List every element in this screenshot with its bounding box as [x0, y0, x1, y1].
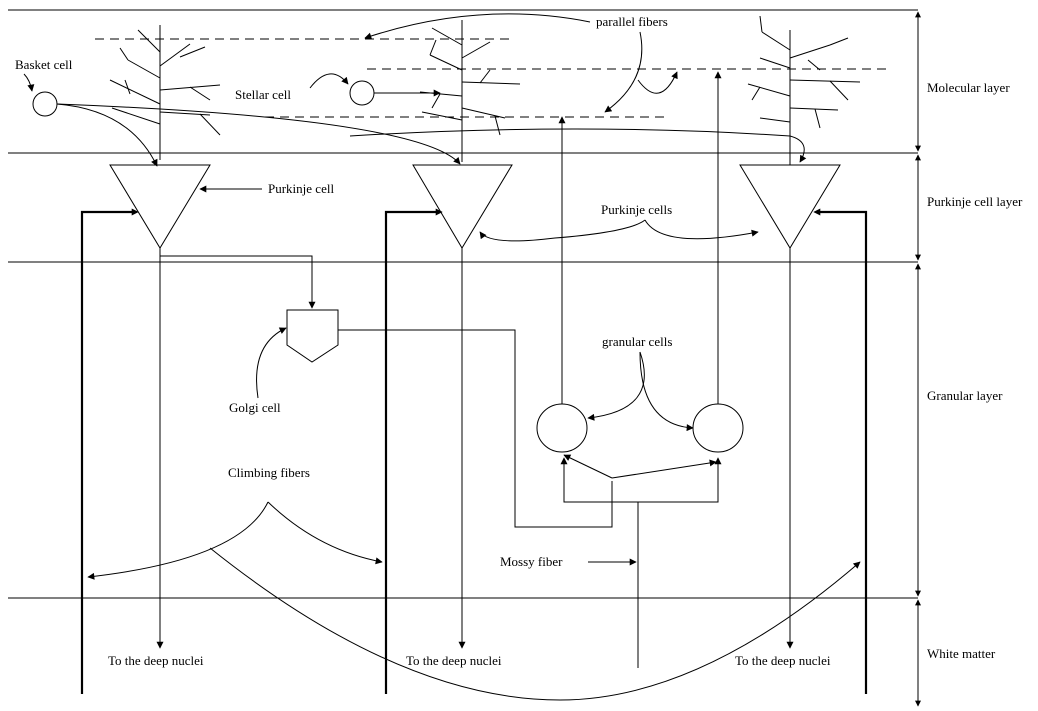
basket-to-purkinje-3-fiber	[350, 129, 804, 162]
golgi-cell-label: Golgi cell	[229, 400, 281, 415]
layer-boundaries	[8, 10, 918, 598]
stellar-cell-body	[350, 81, 374, 105]
dendritic-tree-3	[748, 16, 860, 165]
purkinje-cells-annotation	[480, 220, 758, 241]
climbing-fibers-annotation	[88, 502, 860, 700]
deep-nuclei-label-1: To the deep nuclei	[108, 653, 204, 668]
purkinje-cell-label: Purkinje cell	[268, 181, 334, 196]
mossy-fiber	[564, 455, 718, 668]
climbing-fiber-2	[386, 212, 440, 694]
dendritic-tree-1	[110, 25, 220, 160]
deep-nuclei-label-2: To the deep nuclei	[406, 653, 502, 668]
white-matter-label: White matter	[927, 646, 996, 661]
granular-cells-label: granular cells	[602, 334, 672, 349]
dendritic-tree-2	[420, 20, 520, 162]
basket-cell-body	[33, 92, 57, 116]
granular-cell-1	[537, 404, 587, 452]
climbing-fiber-1	[82, 212, 135, 694]
basket-cell-label: Basket cell	[15, 57, 73, 72]
climbing-fibers	[82, 212, 866, 694]
stellar-cell-label: Stellar cell	[235, 87, 291, 102]
purkinje-axons	[160, 248, 790, 648]
molecular-layer-label: Molecular layer	[927, 80, 1010, 95]
climbing-fibers-label: Climbing fibers	[228, 465, 310, 480]
purkinje-cells-label: Purkinje cells	[601, 202, 672, 217]
parallel-fibers	[95, 39, 888, 117]
purkinje-cell-2	[413, 165, 512, 248]
granular-cells-annotation	[588, 352, 693, 428]
purkinje-cell-3	[740, 165, 840, 248]
stellar-cell-connections	[310, 74, 440, 93]
parallel-fibers-label: parallel fibers	[596, 14, 668, 29]
mossy-fiber-label: Mossy fiber	[500, 554, 563, 569]
golgi-cell-body	[287, 310, 338, 362]
purkinje-layer-label: Purkinje cell layer	[927, 194, 1023, 209]
purkinje-cell-1	[110, 165, 210, 248]
deep-nuclei-label-3: To the deep nuclei	[735, 653, 831, 668]
granular-layer-label: Granular layer	[927, 388, 1003, 403]
purkinje-cells	[110, 165, 840, 248]
granular-cell-2	[693, 404, 743, 452]
climbing-fiber-3	[816, 212, 866, 694]
